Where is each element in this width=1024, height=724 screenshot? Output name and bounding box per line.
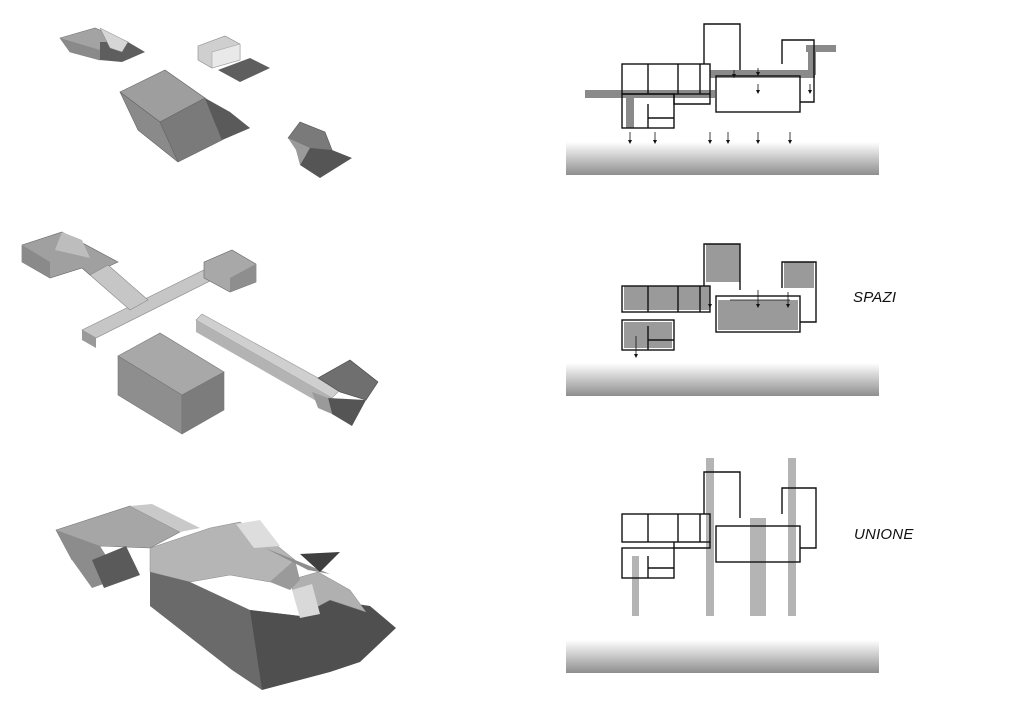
plan-circulation [566, 23, 879, 175]
massing-linked-volumes [21, 231, 379, 435]
site-strip-3 [566, 640, 879, 673]
plan-union [566, 458, 879, 673]
label-spazi: SPAZI [853, 289, 897, 306]
massing-separate-volumes [59, 27, 352, 178]
massing-unified-complex [55, 504, 396, 690]
plan-spaces [566, 243, 879, 396]
site-strip-1 [566, 142, 879, 175]
site-strip-2 [566, 363, 879, 396]
label-unione: UNIONE [854, 526, 914, 543]
